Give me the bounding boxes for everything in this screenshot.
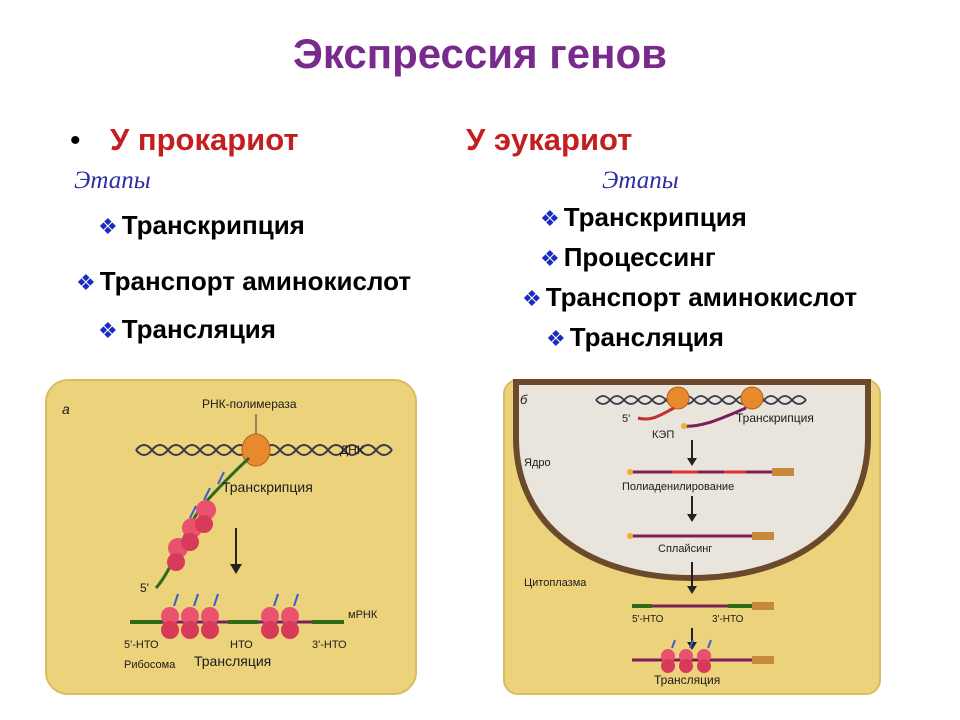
- bullet-dot: •: [70, 124, 81, 158]
- eukaryote-diagram: б 5' КЭП Транскрипция Ядро Полиаденилиро…: [502, 378, 882, 696]
- diamond-bullet-icon: ❖: [546, 326, 566, 351]
- prokaryote-stage-2: ❖Транспорт аминокислот: [76, 266, 411, 297]
- transcription-label: Транскрипция: [222, 479, 313, 495]
- utr5-label: 5'-НТО: [632, 614, 664, 625]
- ribosome-label: Рибосома: [124, 659, 176, 671]
- poly-a-tail: [752, 602, 774, 610]
- translation-label: Трансляция: [194, 653, 271, 669]
- cap: [627, 533, 633, 539]
- mrna-label: мРНК: [348, 609, 378, 621]
- utr3-label: 3'-НТО: [312, 639, 347, 651]
- diamond-bullet-icon: ❖: [522, 286, 542, 311]
- eukaryote-stage-3: ❖Транспорт аминокислот: [522, 282, 857, 313]
- rna-polymerase: [741, 387, 763, 409]
- prokaryote-stages-label: Этапы: [74, 167, 151, 195]
- diamond-bullet-icon: ❖: [540, 246, 560, 271]
- transcription-label: Транскрипция: [736, 411, 814, 425]
- cap: [627, 469, 633, 475]
- cap: [681, 423, 687, 429]
- poly-a-tail: [752, 532, 774, 540]
- utr-label: НТО: [230, 639, 253, 651]
- diamond-bullet-icon: ❖: [98, 214, 118, 239]
- diamond-bullet-icon: ❖: [540, 206, 560, 231]
- dna-label: ДНК: [340, 443, 364, 457]
- prokaryote-stage-1: ❖Транскрипция: [98, 210, 305, 241]
- prokaryote-stage-3: ❖Трансляция: [98, 314, 276, 345]
- rna-polymerase: [667, 387, 689, 409]
- five-prime-label: 5': [622, 413, 630, 425]
- five-prime-label: 5': [140, 581, 149, 595]
- prokaryote-heading: У прокариот: [110, 122, 299, 158]
- poly-a-tail: [772, 468, 794, 476]
- poly-a-tail: [752, 656, 774, 664]
- utr5-label: 5'-НТО: [124, 639, 159, 651]
- splicing-label: Сплайсинг: [658, 543, 712, 555]
- prokaryote-diagram: а ДНК РНК-полимераза 5' Транскрипция мРН…: [44, 378, 418, 696]
- eukaryote-stage-2: ❖Процессинг: [540, 242, 716, 273]
- diamond-bullet-icon: ❖: [76, 270, 96, 295]
- cytoplasm-label: Цитоплазма: [524, 577, 587, 589]
- utr3-label: 3'-НТО: [712, 614, 744, 625]
- diamond-bullet-icon: ❖: [98, 318, 118, 343]
- panel-letter: б: [520, 392, 528, 407]
- eukaryote-heading: У эукариот: [466, 122, 632, 158]
- cap-label: КЭП: [652, 429, 674, 441]
- nucleus-label: Ядро: [524, 457, 551, 469]
- eukaryote-stage-4: ❖Трансляция: [546, 322, 724, 353]
- rna-polymerase-label: РНК-полимераза: [202, 397, 297, 411]
- page-title: Экспрессия генов: [0, 30, 960, 78]
- eukaryote-stage-1: ❖Транскрипция: [540, 202, 747, 233]
- translation-label: Трансляция: [654, 673, 720, 687]
- eukaryote-stages-label: Этапы: [602, 167, 679, 195]
- panel-letter: а: [62, 401, 70, 417]
- polyadenylation-label: Полиаденилирование: [622, 481, 734, 493]
